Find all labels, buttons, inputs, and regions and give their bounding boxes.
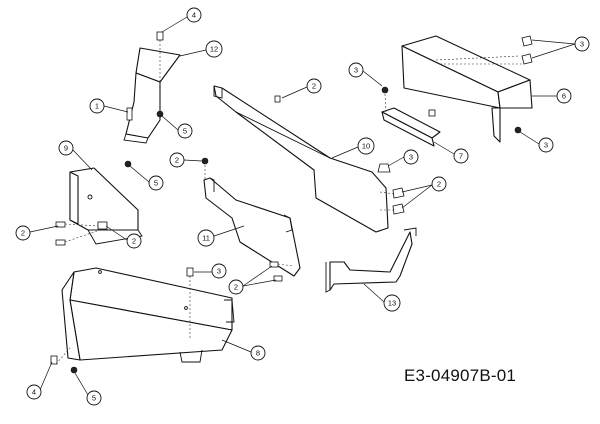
callout-7-label: 7 [459, 152, 463, 161]
document-id: E3-04907B-01 [404, 366, 517, 385]
callout-3c-label: 3 [409, 153, 413, 162]
callout-2b-label: 2 [132, 237, 136, 246]
callout-2f: 2 [401, 176, 447, 209]
part-11-bracket [201, 157, 301, 277]
callout-5c: 5 [74, 372, 102, 406]
callout-9-label: 9 [64, 144, 68, 153]
callout-7: 7 [433, 141, 469, 164]
callout-3a: 3 [194, 263, 227, 279]
callout-12: 12 [179, 40, 223, 58]
callout-3e-label: 3 [544, 141, 548, 150]
callout-12-label: 12 [210, 45, 218, 54]
part-12-bracket [123, 40, 181, 144]
callout-2a: 2 [15, 225, 59, 241]
callout-1: 1 [89, 98, 129, 114]
part-13-bracket [325, 227, 417, 293]
callout-10-label: 10 [362, 142, 370, 151]
callout-2c: 2 [169, 152, 203, 168]
callout-3b-label: 3 [354, 66, 358, 75]
callout-4a-label: 4 [192, 11, 196, 20]
callout-2f-label: 2 [437, 180, 441, 189]
callout-5b-label: 5 [154, 179, 158, 188]
hardware-8 [50, 267, 194, 374]
callout-3b: 3 [348, 62, 383, 87]
callout-2d: 2 [281, 78, 322, 99]
callout-2a-label: 2 [21, 229, 25, 238]
callout-8: 8 [221, 339, 266, 361]
callout-5b: 5 [129, 165, 164, 191]
part-6-cover [401, 35, 533, 143]
part-8-shield [61, 267, 235, 363]
callout-3d: 3 [531, 36, 590, 59]
callout-6-label: 6 [562, 92, 566, 101]
callout-5c-label: 5 [92, 394, 96, 403]
callout-3d-label: 3 [580, 40, 584, 49]
callout-9: 9 [58, 140, 93, 171]
callout-2d-label: 2 [312, 82, 316, 91]
callout-6: 6 [532, 88, 572, 104]
callout-4a: 4 [161, 7, 202, 33]
callout-11-label: 11 [202, 234, 210, 243]
callout-2e-label: 2 [234, 283, 238, 292]
callout-2b: 2 [105, 225, 142, 249]
callout-1-label: 1 [95, 102, 99, 111]
callout-4b: 4 [26, 361, 53, 400]
callout-5a: 5 [161, 115, 193, 139]
callout-10: 10 [331, 137, 375, 159]
hardware-12 [124, 31, 164, 168]
hardware-6 [514, 35, 533, 134]
callout-13: 13 [363, 283, 401, 312]
part-7-angle [381, 86, 441, 147]
part-9-mount [69, 167, 143, 245]
callout-13-label: 13 [388, 299, 396, 308]
callout-3c: 3 [387, 149, 419, 167]
callout-8-label: 8 [256, 349, 260, 358]
callout-2c-label: 2 [175, 156, 179, 165]
hardware-11 [269, 261, 295, 282]
callout-3a-label: 3 [217, 267, 221, 276]
callout-4b-label: 4 [32, 388, 36, 397]
callout-2e: 2 [228, 265, 277, 295]
hardware-10 [377, 163, 405, 215]
hardware-9 [55, 221, 101, 246]
callout-11: 11 [197, 225, 245, 247]
callout-3e: 3 [519, 131, 554, 153]
callout-5a-label: 5 [183, 127, 187, 136]
part-10-panel [213, 85, 389, 233]
